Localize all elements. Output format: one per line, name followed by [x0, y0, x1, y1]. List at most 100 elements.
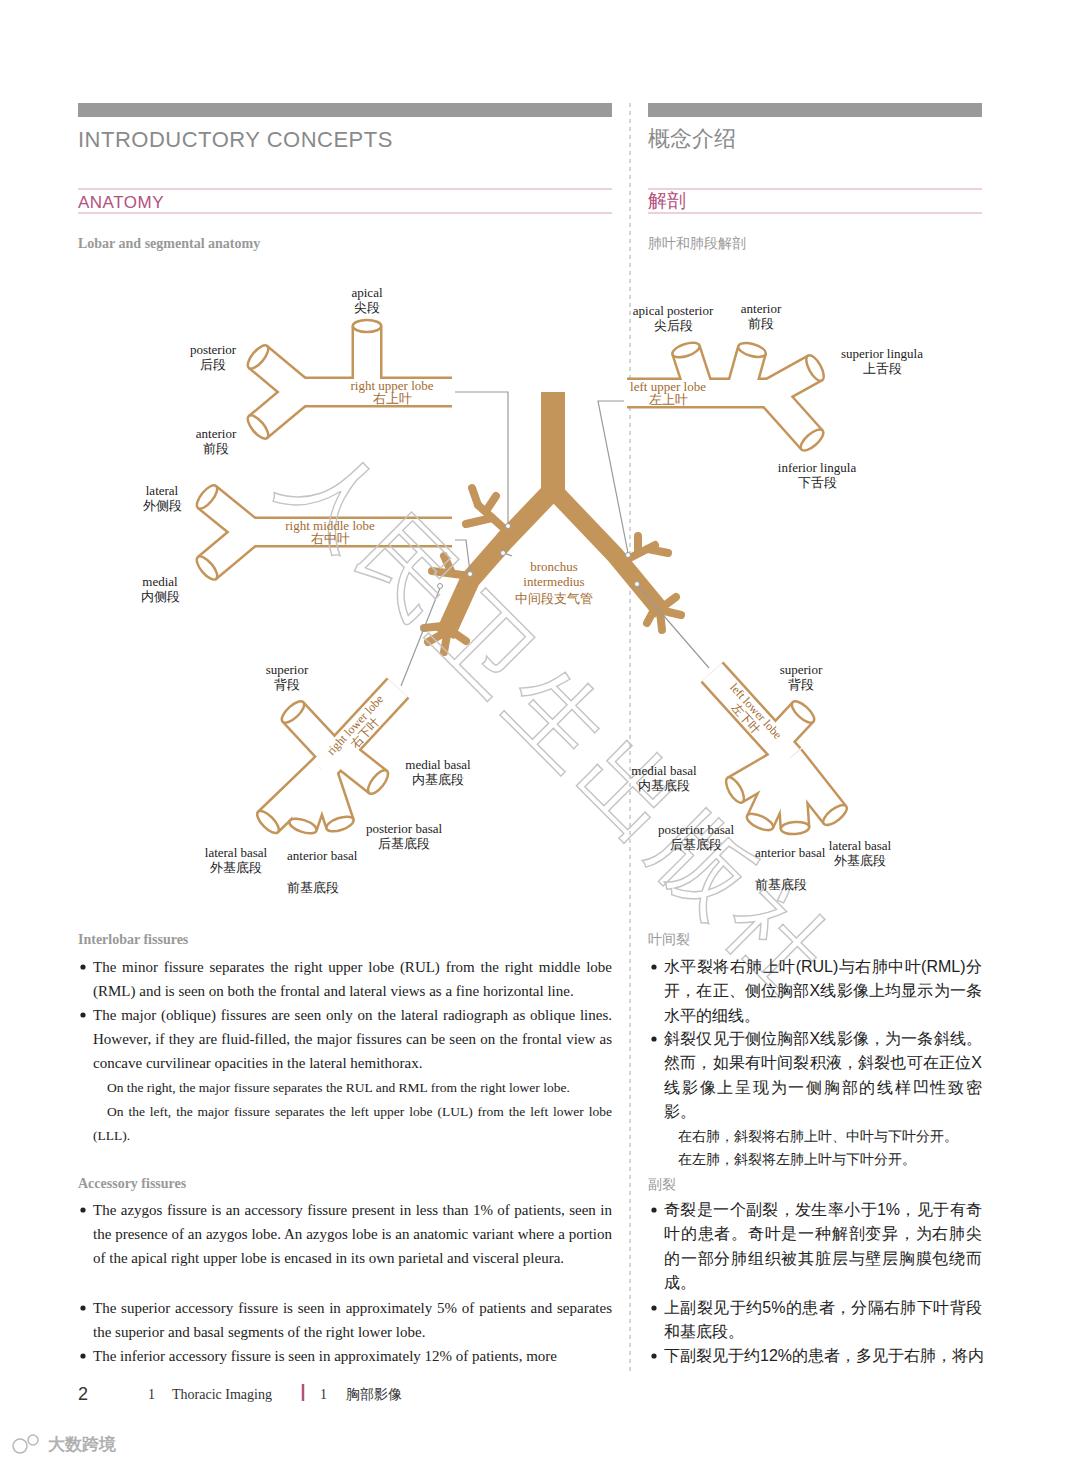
segment-label: 外基底段	[210, 860, 262, 875]
segment-label: 内基底段	[638, 778, 690, 793]
page-number: 2	[78, 1383, 88, 1406]
tube-opening	[278, 698, 307, 726]
running-footer: 胸部影像	[346, 1386, 402, 1404]
segment-label: 前段	[203, 441, 229, 456]
note-text: On the right, the major fissure separate…	[93, 1076, 612, 1100]
tube-opening	[364, 767, 391, 797]
section-heading: ANATOMY	[78, 192, 164, 213]
bronchus-label: bronchus intermedius	[507, 559, 602, 589]
note-text: 在右肺，斜裂将右肺上叶、中叶与下叶分开。	[664, 1125, 982, 1148]
subheading: 肺叶和肺段解剖	[648, 234, 746, 252]
segment-label: 后段	[200, 357, 226, 372]
tube-opening	[797, 426, 826, 454]
segment-label: medial	[142, 574, 177, 589]
note-text: On the left, the major fissure separates…	[93, 1100, 612, 1148]
tube-interior	[207, 532, 250, 568]
segment-label: 前基底段	[287, 880, 339, 895]
tube-outline	[770, 393, 812, 440]
tube-opening	[353, 320, 382, 332]
lobe-label: right upper lobe	[350, 379, 433, 392]
header-bar	[648, 103, 982, 117]
tube-interior	[790, 758, 835, 815]
segment-label: medial basal	[405, 757, 470, 772]
segment-label: posterior	[190, 342, 236, 357]
tube-opening	[820, 801, 850, 828]
segment-label: 内侧段	[141, 589, 180, 604]
running-footer: 1	[148, 1386, 155, 1404]
tube-interior	[322, 770, 340, 824]
segment-label: 外侧段	[143, 498, 182, 513]
lobe-label: right middle lobe	[285, 519, 375, 532]
tube-opening	[780, 821, 809, 835]
segment-label: lateral	[146, 483, 178, 498]
segment-label: anterior basal	[755, 845, 807, 860]
tube-opening	[193, 553, 220, 583]
running-footer: 1	[320, 1386, 327, 1404]
bronchus-label: 中间段支气管	[515, 591, 593, 606]
body-text: The inferior accessory fissure is seen i…	[93, 1344, 557, 1368]
body-text: 斜裂仅见于侧位胸部X线影像，为一条斜线。然而，如果有叶间裂积液，斜裂也可在正位X…	[664, 1027, 982, 1124]
tube-opening	[737, 340, 768, 359]
tube-interior	[300, 379, 452, 405]
subheading: 副裂	[648, 1175, 676, 1193]
segment-label: anterior	[196, 426, 236, 441]
segment-label: medial basal	[631, 763, 696, 778]
section-heading: 解剖	[648, 189, 686, 213]
subheading: Interlobar fissures	[78, 931, 188, 949]
logo-mark	[13, 1435, 38, 1453]
page-heading: 概念介绍	[648, 125, 736, 153]
header-bar	[78, 103, 612, 117]
body-text: The minor fissure separates the right up…	[93, 955, 612, 1003]
running-footer: Thoracic Imaging	[172, 1386, 272, 1404]
segment-label: 前段	[748, 316, 774, 331]
segment-label: anterior basal	[287, 848, 339, 863]
segment-label: superior lingula	[841, 346, 923, 361]
body-text: The superior accessory fissure is seen i…	[93, 1296, 612, 1344]
logo-watermark: 大数跨境	[48, 1434, 116, 1455]
note-text: 在左肺，斜裂将左肺上叶与下叶分开。	[664, 1148, 982, 1171]
tube-outline	[258, 392, 300, 427]
lobe-label: 左上叶	[649, 393, 688, 406]
segment-label: 前基底段	[755, 877, 807, 892]
tube-opening	[244, 342, 271, 372]
body-text: 下副裂见于约12%的患者，多见于右肺，将内	[664, 1344, 984, 1368]
page-heading: INTRODUCTORY CONCEPTS	[78, 126, 393, 154]
segment-label: apical	[351, 285, 382, 300]
segment-label: 后基底段	[378, 836, 430, 851]
segment-label: 后基底段	[670, 837, 722, 852]
segment-label: posterior basal	[366, 821, 442, 836]
tube-outline	[340, 752, 378, 782]
segment-label: posterior basal	[658, 822, 734, 837]
section-rules	[78, 189, 982, 213]
segment-label: 尖段	[354, 300, 380, 315]
tube-opening	[788, 698, 817, 726]
tube-outline	[300, 377, 452, 408]
lobe-label: 右中叶	[311, 532, 350, 545]
bullets	[80, 964, 656, 1358]
tube-opening	[244, 412, 271, 442]
tube-opening	[254, 808, 282, 837]
segment-label: anterior	[741, 301, 781, 316]
tube-interior	[712, 672, 790, 758]
segment-label: 上舌段	[863, 361, 902, 376]
tube-opening	[193, 482, 220, 512]
body-text: 奇裂是一个副裂，发生率小于1%，见于有奇叶的患者。奇叶是一种解剖变异，为右肺尖的…	[664, 1198, 982, 1295]
tube-opening	[671, 340, 702, 360]
tube-opening	[288, 816, 319, 837]
segment-label: 外基底段	[834, 853, 886, 868]
segment-label: apical posterior	[633, 303, 714, 318]
segment-label: superior	[266, 662, 309, 677]
body-text: The azygos fissure is an accessory fissu…	[93, 1198, 612, 1271]
subheading: Accessory fissures	[78, 1175, 186, 1193]
tube-interior	[258, 392, 300, 427]
segment-label: 背段	[274, 677, 300, 692]
body-text: 水平裂将右肺上叶(RUL)与右肺中叶(RML)分开，在正、侧位胸部X线影像上均显…	[664, 955, 982, 1028]
footer-bar	[302, 1384, 305, 1401]
segment-label: superior	[780, 662, 823, 677]
subheading: Lobar and segmental anatomy	[78, 235, 260, 253]
subheading: 叶间裂	[648, 930, 690, 948]
segment-label: lateral basal	[205, 845, 267, 860]
segment-label: 尖后段	[654, 318, 693, 333]
lobe-label: left upper lobe	[630, 380, 706, 393]
tube-opening	[325, 814, 356, 834]
